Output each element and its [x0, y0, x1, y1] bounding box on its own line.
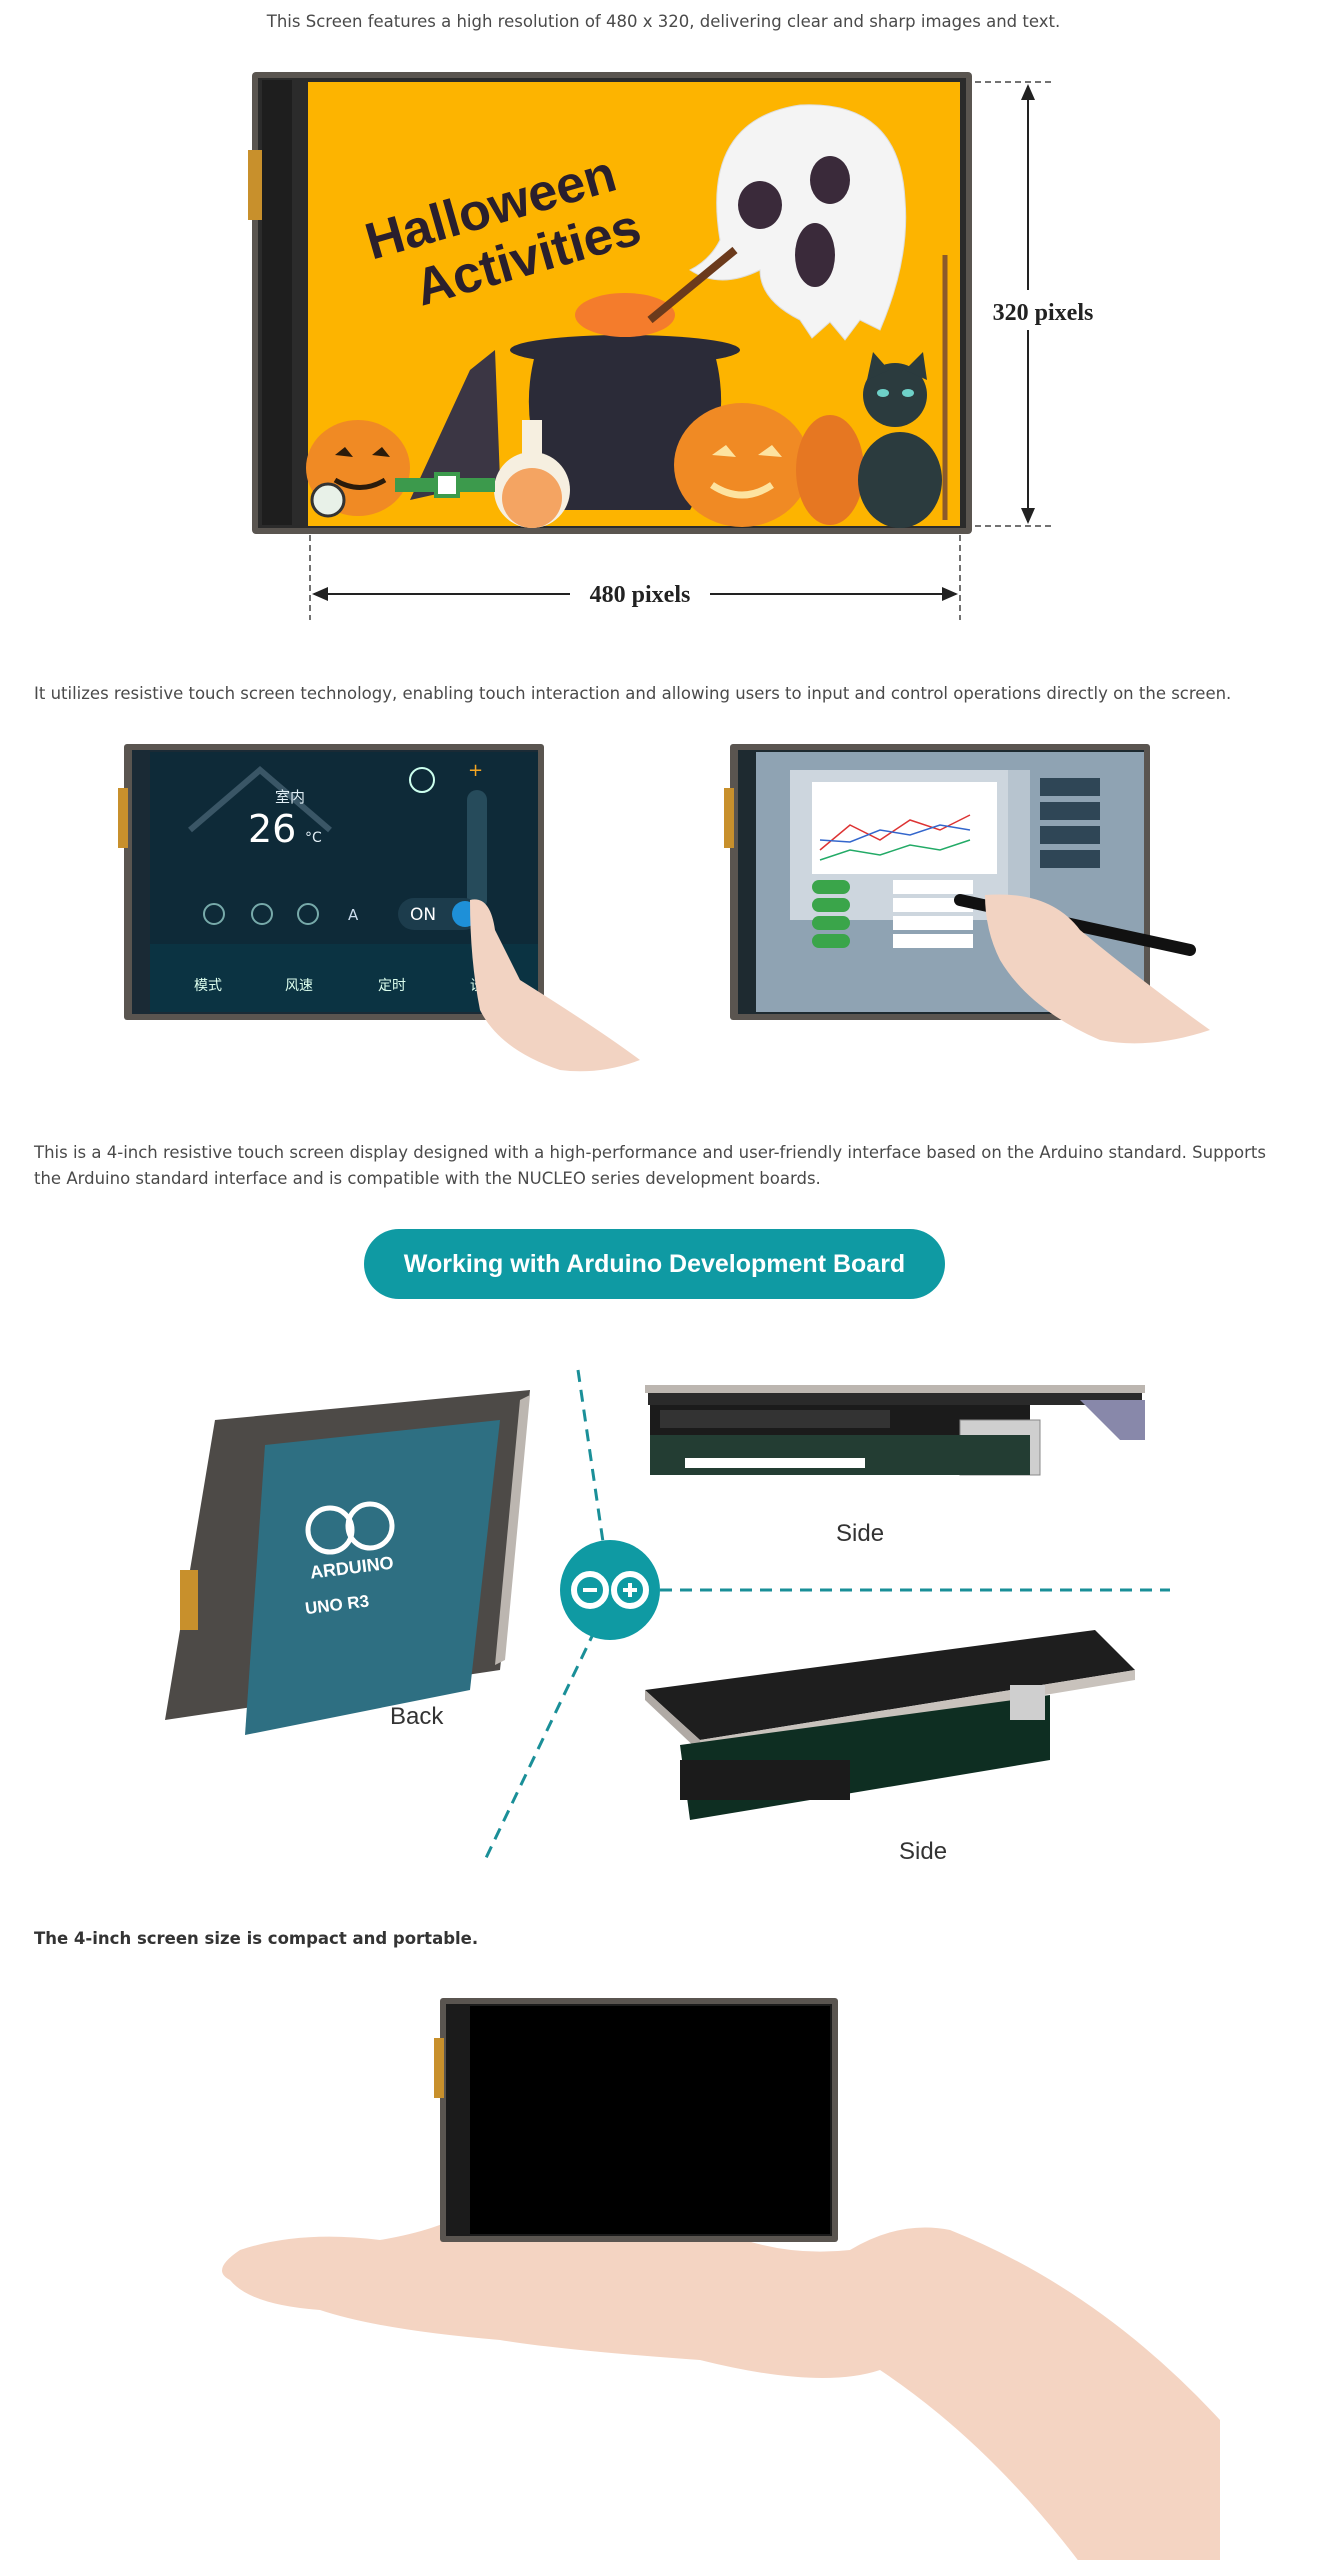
resolution-figure: Halloween Activities 320 pixels	[248, 72, 1094, 620]
touch-figure: 室内 26 °C + A ON 模式 风速 定时 设	[118, 744, 1210, 1072]
arduino-figure: ARDUINO UNO R3	[165, 1369, 1170, 1861]
height-pixels-label: 320 pixels	[993, 300, 1094, 326]
ghost-icon	[689, 104, 907, 341]
svg-text:A: A	[348, 906, 359, 924]
arduino-banner: Working with Arduino Development Board	[364, 1229, 945, 1299]
arduino-logo-icon	[560, 1540, 660, 1640]
temperature-unit: °C	[305, 830, 322, 846]
touch-description: It utilizes resistive touch screen techn…	[34, 684, 1232, 703]
temperature-value: 26	[248, 807, 296, 851]
side-label-bottom: Side	[899, 1838, 948, 1865]
arduino-description: This is a 4-inch resistive touch screen …	[34, 1143, 1266, 1188]
side-label-top: Side	[836, 1520, 885, 1547]
menu-mode: 模式	[194, 978, 222, 994]
portable-description: The 4-inch screen size is compact and po…	[34, 1929, 479, 1948]
width-pixels-label: 480 pixels	[590, 582, 691, 608]
on-label: ON	[410, 905, 436, 925]
menu-timer: 定时	[378, 978, 406, 994]
room-label: 室内	[275, 788, 305, 806]
resolution-description: This Screen features a high resolution o…	[266, 12, 1061, 31]
back-label: Back	[390, 1703, 444, 1730]
menu-fan-speed: 风速	[285, 978, 313, 994]
hand-screen-figure	[222, 1998, 1220, 2560]
svg-text:+: +	[468, 760, 483, 781]
